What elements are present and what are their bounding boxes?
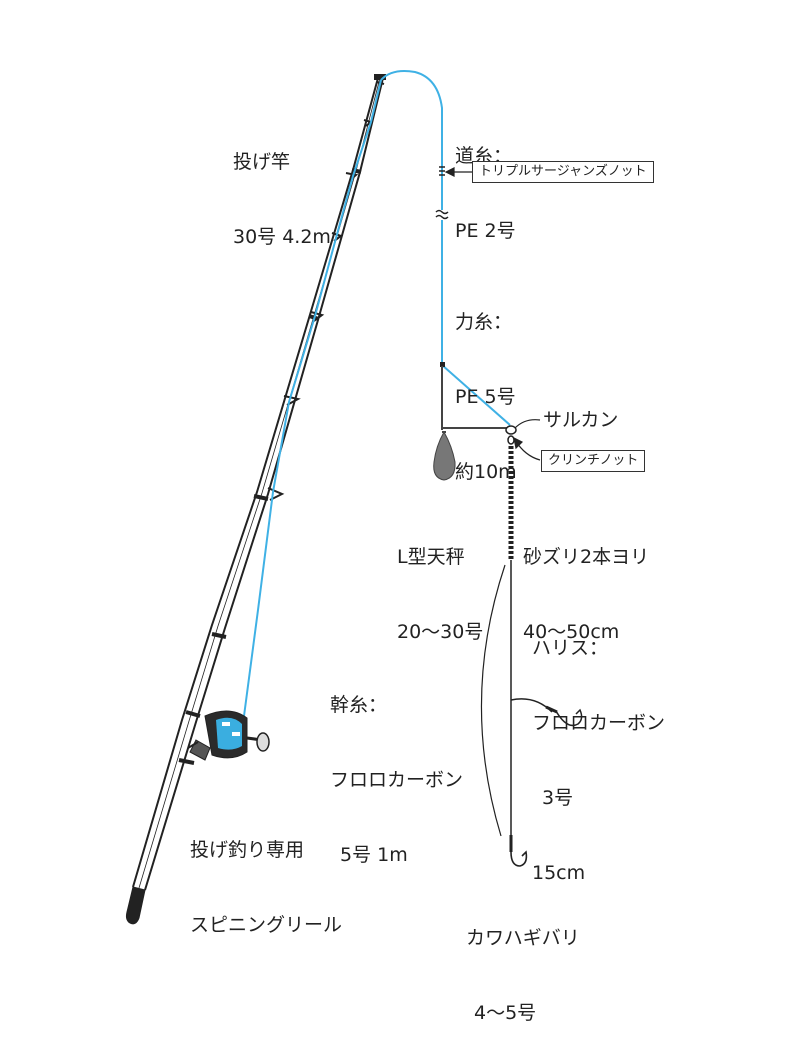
fishing-line (243, 70, 511, 717)
branch-hook (510, 698, 583, 727)
fishing-rig-diagram (125, 70, 583, 925)
trunk-label-material: フロロカーボン (330, 769, 464, 791)
harris-label: ハリス： フロロカーボン 3号 15cm (532, 586, 665, 911)
trunk-range-arc (480, 564, 506, 837)
harris-label-length: 15cm (532, 862, 586, 884)
line-break-mark (435, 209, 449, 220)
end-hook (509, 835, 528, 867)
l-sinker (433, 362, 512, 481)
mainline-label-spec: PE 2号 (455, 220, 516, 242)
sinker-label: L型天秤 20〜30号 (397, 495, 483, 670)
knot-marks (435, 166, 449, 220)
line-rod-to-reel (243, 79, 382, 717)
rod-label: 投げ竿 30号 4.2m (233, 100, 331, 275)
reel-label-line2: スピニングリール (190, 914, 343, 936)
hook-label: カワハギバリ 4〜5号 (466, 876, 580, 1051)
swivel-label: サルカン (543, 409, 619, 431)
harris-label-title: ハリス： (532, 637, 609, 659)
rod-guides (267, 81, 385, 501)
sinker-label-name: L型天秤 (397, 546, 465, 568)
spinning-reel (187, 710, 270, 761)
knot2-label: クリンチノット (541, 450, 646, 472)
harris-label-size: 3号 (542, 787, 574, 809)
sinker-label-spec: 20〜30号 (397, 621, 484, 643)
reel-label-line1: 投げ釣り専用 (190, 839, 305, 861)
shockleader-label: 力糸： PE 5号 約10m (455, 260, 517, 510)
callout-arrows (444, 167, 541, 461)
shockleader-label-spec: PE 5号 (455, 386, 516, 408)
trunk-label-spec: 5号 1m (340, 844, 408, 866)
rod (125, 74, 386, 925)
rod-label-spec: 30号 4.2m (233, 226, 331, 248)
mainline-label: 道糸： PE 2号 (455, 94, 516, 269)
rod-grip (125, 886, 146, 925)
trunk-label-title: 幹糸： (330, 694, 388, 716)
twist-label-name: 砂ズリ2本ヨリ (523, 546, 650, 568)
line-to-swivel (441, 364, 511, 426)
rod-label-name: 投げ竿 (233, 151, 291, 173)
rod-tip (374, 74, 386, 80)
trunk-label: 幹糸： フロロカーボン 5号 1m (330, 643, 463, 893)
twist-label: 砂ズリ2本ヨリ 40〜50cm (523, 495, 649, 670)
knot1-label: トリプルサージャンズノット (472, 161, 654, 183)
shockleader-label-title: 力糸： (455, 311, 513, 333)
twist-label-length: 40〜50cm (523, 621, 620, 643)
sinker-weight (433, 430, 456, 481)
hook-label-name: カワハギバリ (466, 927, 580, 949)
reel-label: 投げ釣り専用 スピニングリール (190, 788, 342, 963)
harris-label-material: フロロカーボン (532, 712, 666, 734)
hook-label-size: 4〜5号 (474, 1002, 537, 1024)
shockleader-label-length: 約10m (455, 461, 517, 483)
line-mainline (380, 70, 443, 210)
